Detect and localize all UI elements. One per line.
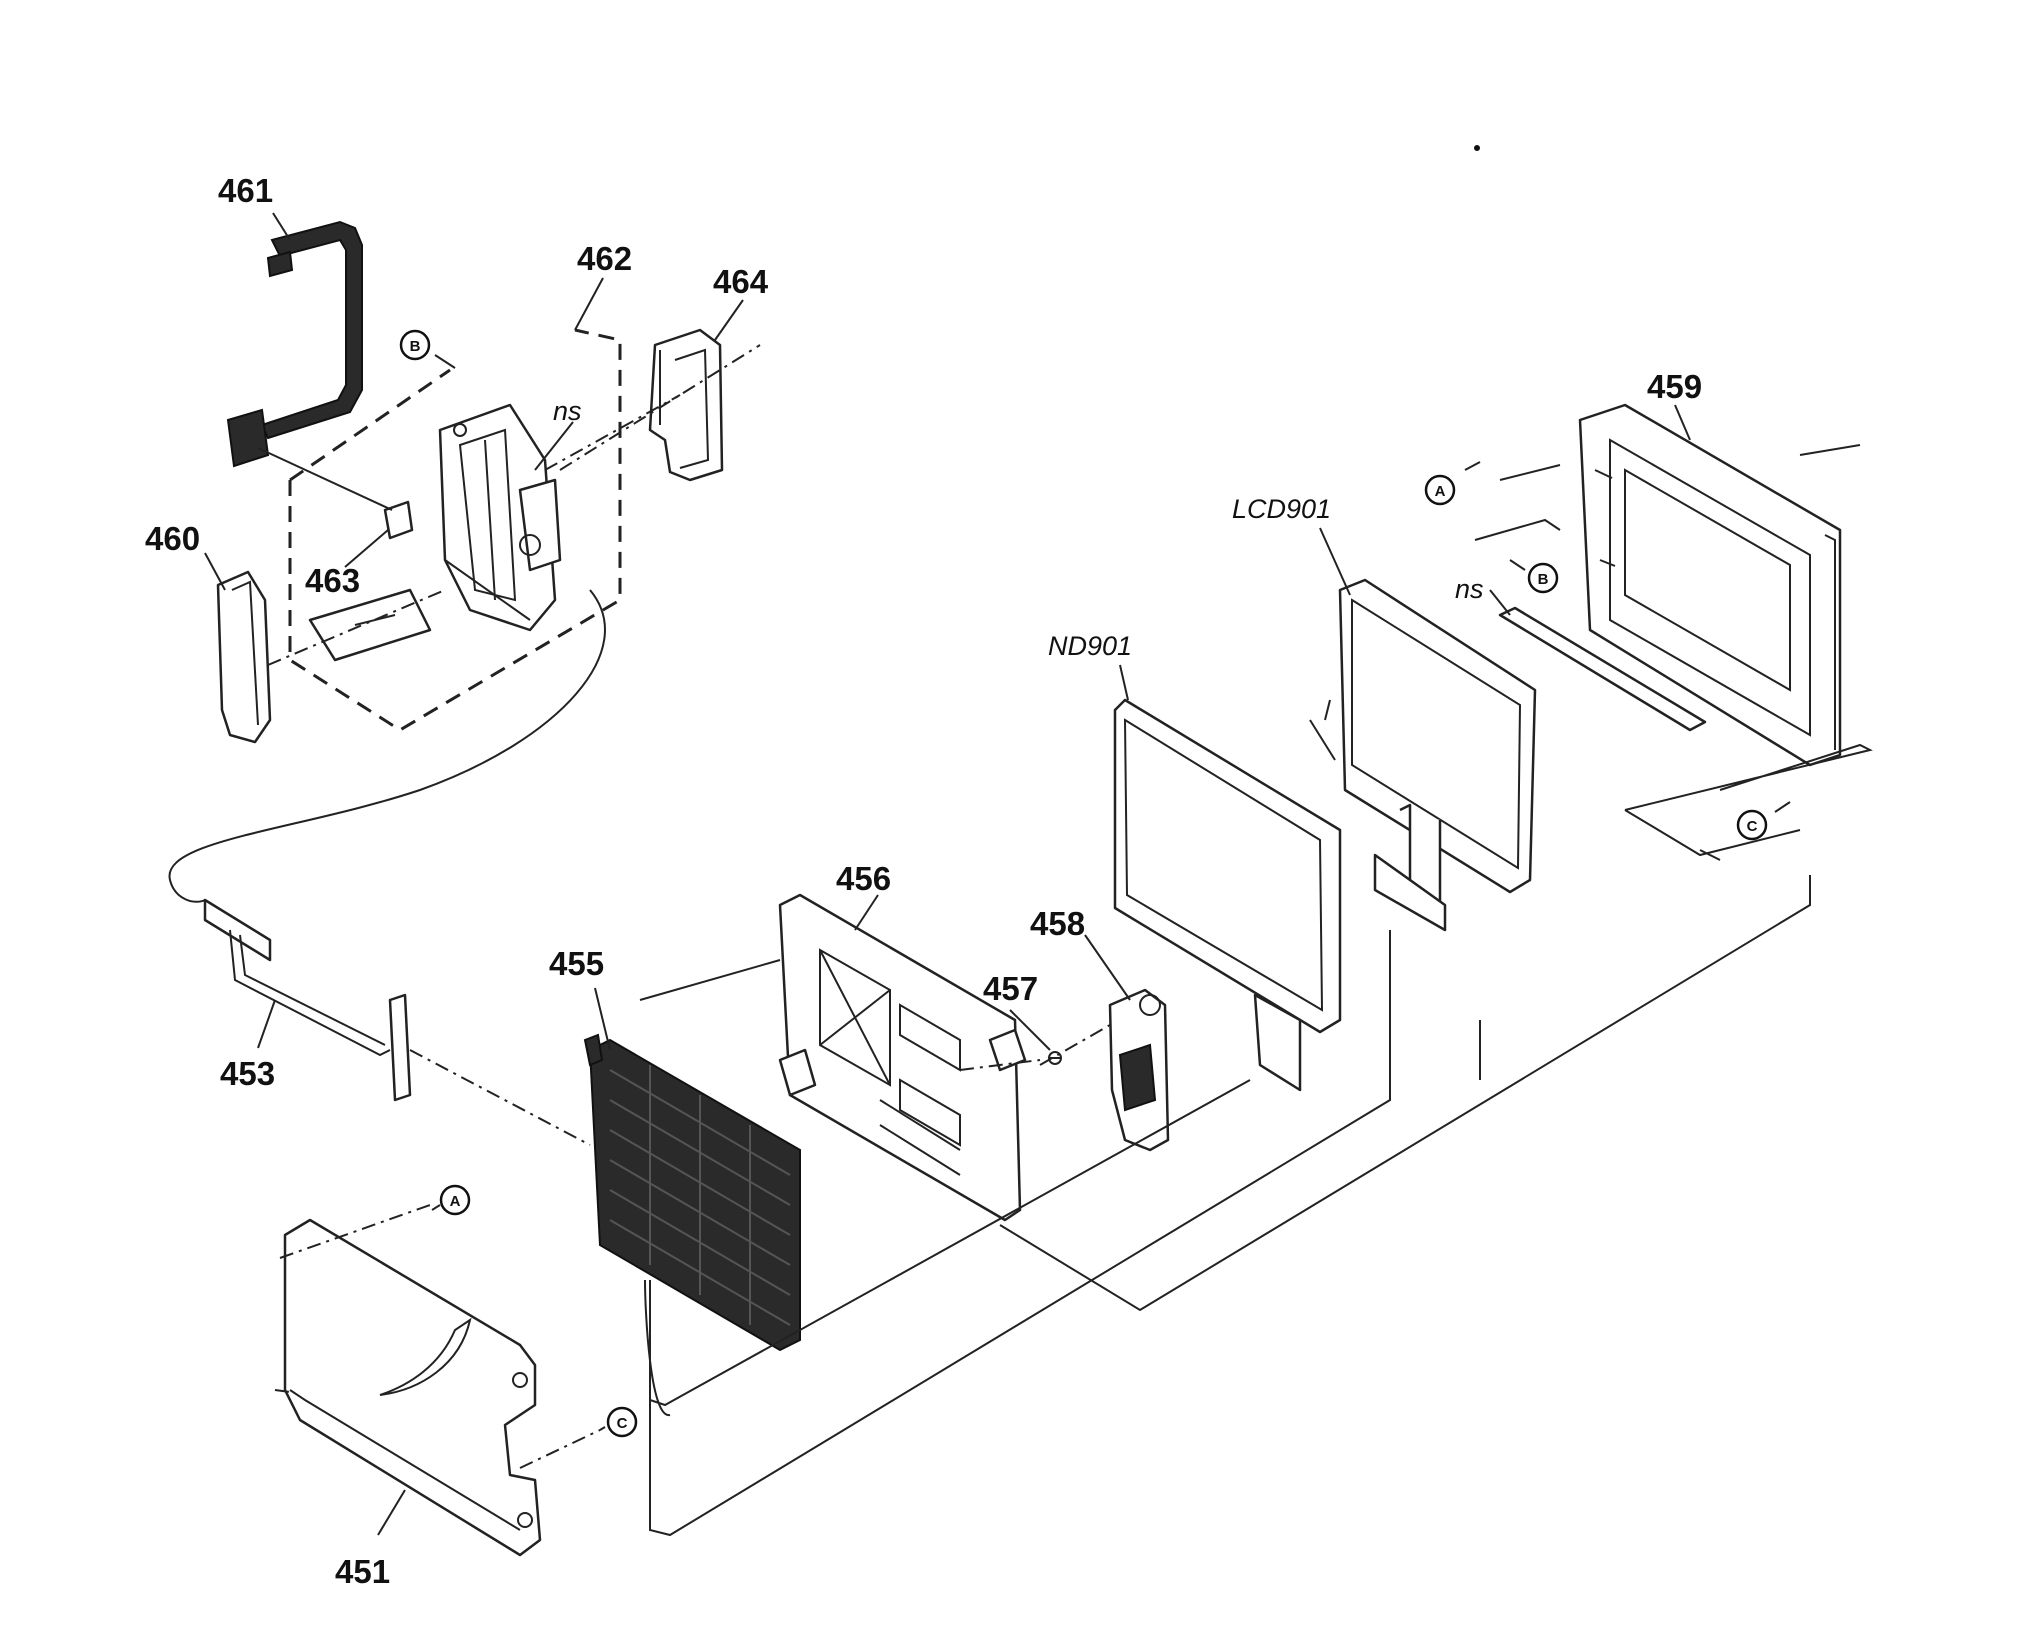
- label-leaders: [204, 212, 1691, 1536]
- marker-c-right: C: [1736, 809, 1768, 841]
- label-453: 453: [220, 1055, 275, 1092]
- label-459: 459: [1647, 368, 1702, 405]
- ns-strip: [1498, 606, 1707, 732]
- marker-b-right-text: B: [1538, 571, 1549, 588]
- label-456: 456: [836, 860, 891, 897]
- part-458-bracket: [1108, 988, 1170, 1152]
- label-ns-frame: ns: [1455, 574, 1484, 604]
- part-453-flex-cable: [203, 898, 412, 1102]
- marker-a-top: A: [1424, 474, 1456, 506]
- label-462: 462: [577, 240, 632, 277]
- label-464: 464: [713, 263, 769, 300]
- guide-lines: [168, 344, 1873, 1537]
- part-462-assembly-outline: [288, 328, 622, 732]
- marker-a-bottom-text: A: [450, 1193, 461, 1210]
- part-455-circuit-board: [583, 1033, 801, 1352]
- label-463: 463: [305, 562, 360, 599]
- marker-c-bottom: C: [606, 1406, 638, 1438]
- marker-b-top: B: [399, 329, 431, 361]
- label-nd901: ND901: [1048, 631, 1132, 661]
- label-457: 457: [983, 970, 1038, 1007]
- label-458: 458: [1030, 905, 1085, 942]
- label-461: 461: [218, 172, 273, 209]
- nd901-panel: [1113, 698, 1342, 1092]
- marker-c-right-text: C: [1747, 818, 1758, 835]
- marker-b-top-text: B: [410, 338, 421, 355]
- marker-arrows: [431, 354, 1791, 1431]
- part-460-side-cover: [216, 570, 272, 744]
- marker-a-top-text: A: [1435, 483, 1446, 500]
- part-451-front-cover: [283, 1218, 542, 1557]
- part-456-chassis: [778, 893, 1027, 1222]
- part-463-pad: [383, 500, 414, 540]
- marker-a-bottom: A: [439, 1184, 471, 1216]
- label-lcd901: LCD901: [1232, 494, 1331, 524]
- part-464-bracket: [648, 328, 724, 482]
- marker-c-bottom-text: C: [617, 1415, 628, 1432]
- marker-b-right: B: [1527, 562, 1559, 594]
- label-ns-bracket: ns: [553, 396, 582, 426]
- inner-bracket: [308, 403, 562, 662]
- label-451: 451: [335, 1553, 390, 1590]
- part-461-flex-cable: [226, 220, 363, 468]
- label-460: 460: [145, 520, 200, 557]
- part-459-frame: [1578, 403, 1842, 767]
- lcd901-panel: [1338, 578, 1537, 932]
- stray-dot: [1474, 145, 1480, 151]
- label-455: 455: [549, 945, 604, 982]
